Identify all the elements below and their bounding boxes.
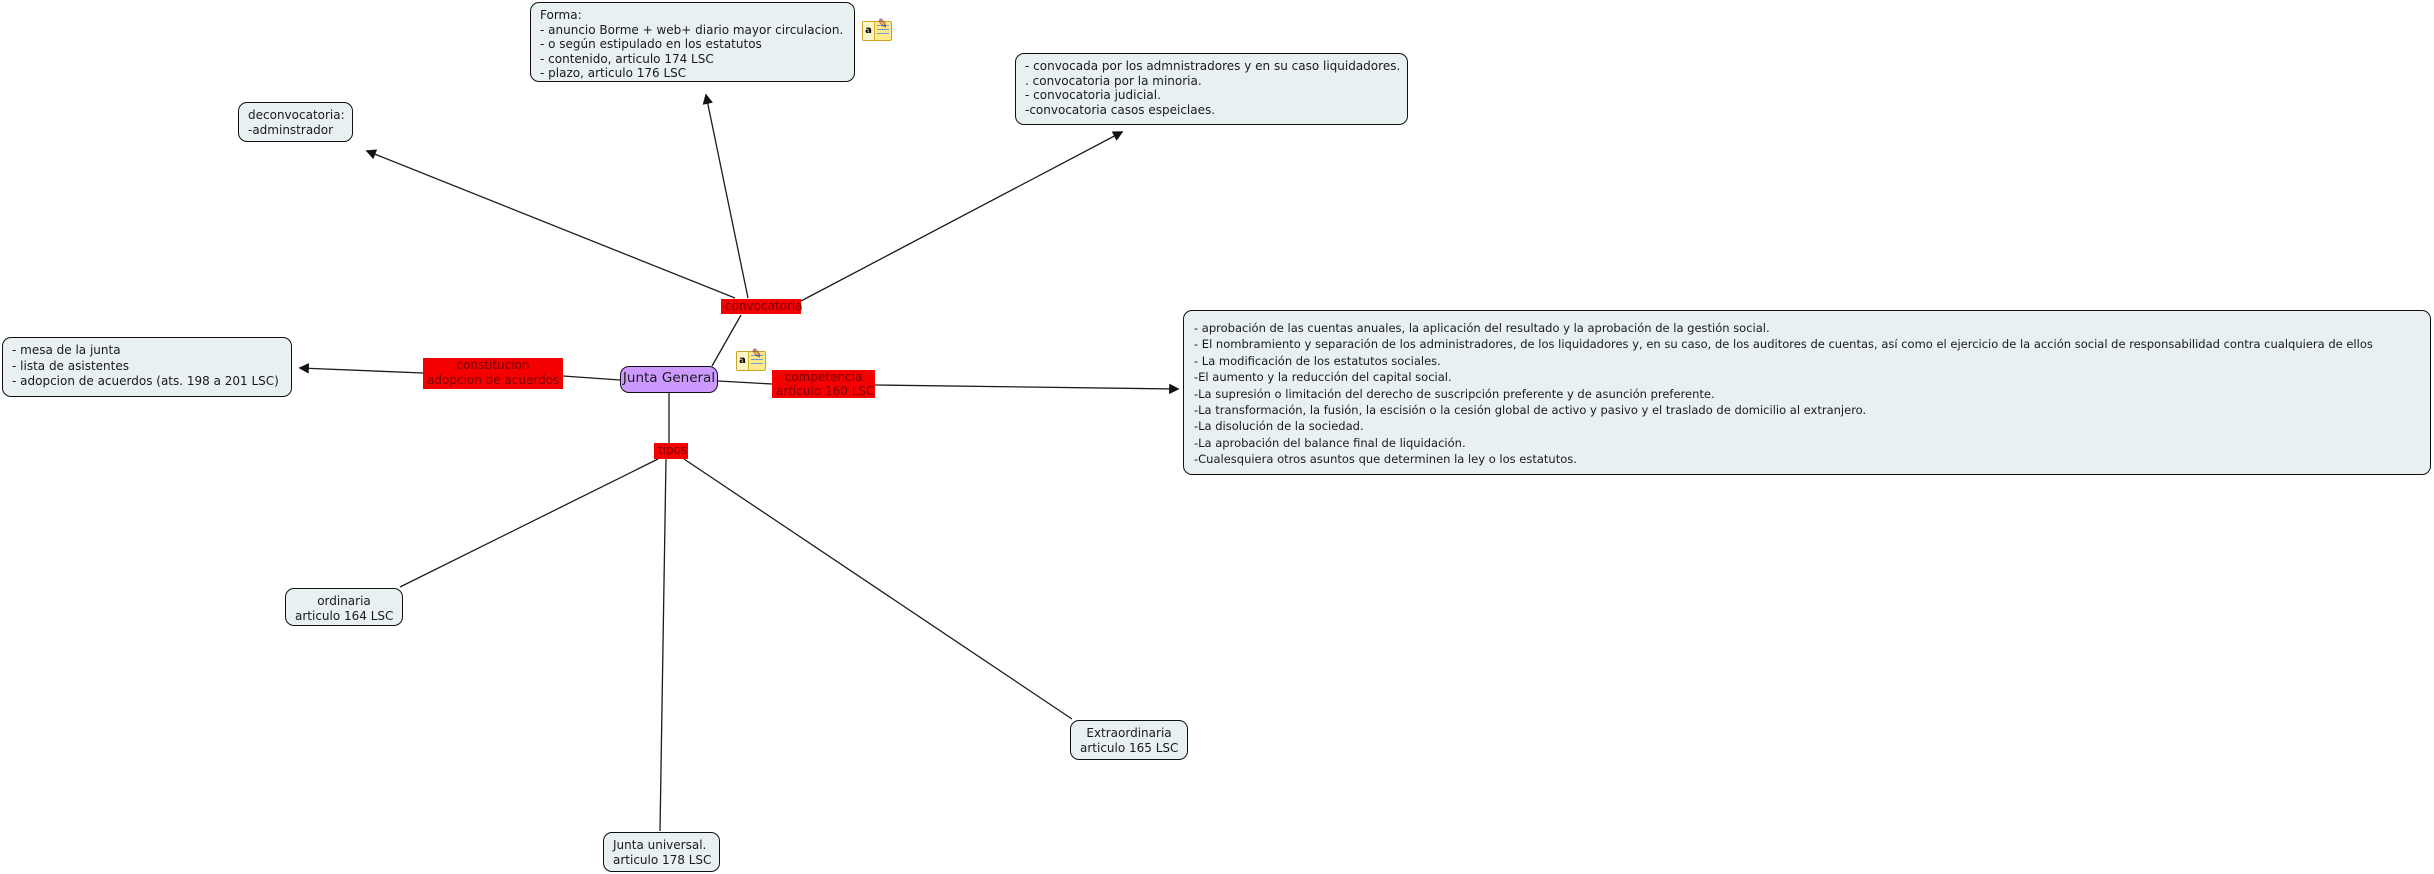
edge-convocatoria-convocantes (800, 131, 1124, 302)
node-junta-general[interactable]: Junta General (620, 366, 718, 393)
mesa-line: - lista de asistentes (12, 358, 129, 373)
box-forma[interactable]: Forma: - anuncio Borme + web+ diario may… (530, 2, 855, 82)
note-edit-icon[interactable]: a ✎ (736, 346, 766, 371)
constitucion-line1: constitucion (456, 358, 530, 372)
forma-line: - plazo, articulo 176 LSC (540, 66, 687, 80)
note-a-badge: a (737, 352, 749, 370)
competencias-line: -El aumento y la reducción del capital s… (1194, 370, 1452, 385)
box-competencias-detalle[interactable]: - aprobación de las cuentas anuales, la … (1183, 310, 2431, 475)
forma-line: - anuncio Borme + web+ diario mayor circ… (540, 22, 844, 37)
forma-line: - o según estipulado en los estatutos (540, 37, 762, 51)
edge-tipos-extraordinaria (683, 458, 1073, 720)
node-competencia[interactable]: competencia articulo 160 LSC (772, 370, 875, 398)
note-edit-icon[interactable]: a ✎ (862, 16, 892, 41)
competencias-line: - La modificación de los estatutos socia… (1194, 353, 1441, 368)
note-paper-lines (877, 25, 889, 37)
box-convocantes[interactable]: - convocada por los admnistradores y en … (1015, 53, 1408, 125)
box-junta-universal[interactable]: Junta universal. articulo 178 LSC (603, 832, 720, 872)
deconvocatoria-line: deconvocatoria: (248, 108, 345, 122)
ordinaria-line: articulo 164 LSC (295, 608, 394, 623)
competencia-line1: competencia (784, 370, 863, 384)
deconvocatoria-line: -adminstrador (248, 122, 334, 137)
box-extraordinaria[interactable]: Extraordinaria articulo 165 LSC (1070, 720, 1188, 760)
constitucion-line2: adopcion de acuerdos (427, 373, 560, 387)
box-deconvocatoria[interactable]: deconvocatoria: -adminstrador (238, 102, 353, 142)
box-ordinaria[interactable]: ordinaria articulo 164 LSC (285, 588, 403, 626)
edge-convocatoria-forma (702, 93, 749, 299)
edge-tipos-ordinaria (399, 458, 659, 588)
node-tipos[interactable]: tipos (654, 443, 688, 459)
junta-universal-line: Junta universal. (613, 838, 707, 852)
competencias-line: -La transformación, la fusión, la escisi… (1194, 403, 1867, 418)
competencias-line: -Cualesquiera otros asuntos que determin… (1194, 452, 1577, 467)
edge-constitucion-mesa (298, 363, 424, 374)
competencias-line: - aprobación de las cuentas anuales, la … (1194, 321, 1770, 335)
forma-line: - contenido, articulo 174 LSC (540, 51, 714, 66)
edge-root-competencia (717, 380, 773, 385)
edge-convocatoria-deconvocatoria (365, 149, 736, 299)
extraordinaria-line: Extraordinaria (1086, 726, 1172, 740)
edge-tipos-junta-universal (659, 458, 667, 832)
box-mesa[interactable]: - mesa de la junta - lista de asistentes… (2, 337, 292, 397)
competencias-line: -La aprobación del balance final de liqu… (1194, 435, 1466, 450)
competencia-line2: articulo 160 LSC (776, 384, 875, 398)
pencil-icon: ✎ (750, 346, 763, 363)
edge-competencia-detalle (874, 383, 1180, 395)
mesa-line: - adopcion de acuerdos (ats. 198 a 201 L… (12, 374, 279, 388)
note-a-badge: a (863, 22, 875, 40)
mesa-line: - mesa de la junta (12, 343, 121, 357)
convocantes-line: . convocatoria por la minoria. (1025, 73, 1202, 88)
pencil-icon: ✎ (876, 16, 889, 33)
competencias-line: - El nombramiento y separación de los ad… (1194, 337, 2373, 352)
node-convocatoria[interactable]: convocatoria (721, 299, 803, 314)
competencias-line: -La supresión o limitación del derecho d… (1194, 386, 1715, 401)
edge-root-convocatoria (711, 314, 742, 367)
ordinaria-line: ordinaria (317, 594, 371, 608)
competencias-line: -La disolución de la sociedad. (1194, 419, 1364, 434)
convocantes-line: - convocada por los admnistradores y en … (1025, 59, 1401, 73)
forma-line: Forma: (540, 8, 582, 22)
convocantes-line: -convocatoria casos espeiclaes. (1025, 102, 1216, 117)
extraordinaria-line: articulo 165 LSC (1080, 740, 1179, 755)
convocantes-line: - convocatoria judicial. (1025, 88, 1161, 102)
junta-universal-line: articulo 178 LSC (613, 852, 712, 867)
edge-root-constitucion (562, 375, 621, 381)
note-paper-lines (751, 355, 763, 367)
node-constitucion[interactable]: constitucion adopcion de acuerdos (423, 358, 563, 389)
